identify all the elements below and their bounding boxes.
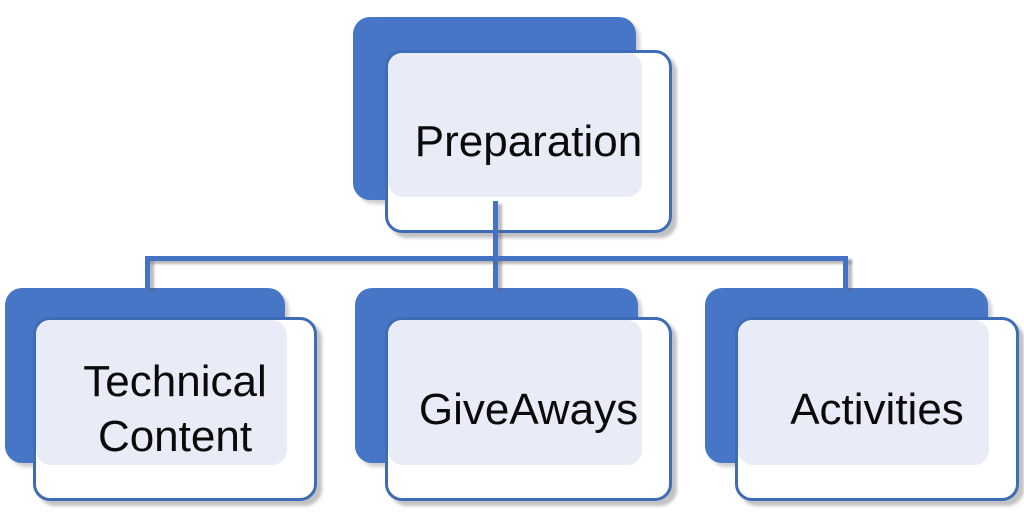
node-giveaways-face — [388, 320, 642, 465]
node-activities-face — [738, 320, 989, 465]
node-giveaways-label: GiveAways — [418, 384, 639, 434]
connector-to-left-child — [145, 258, 150, 288]
connector-to-right-child — [843, 258, 848, 288]
node-technical-content-label: Technical Content — [83, 357, 267, 461]
connector-root-to-middle-child — [493, 201, 498, 288]
node-technical-content-face — [36, 320, 287, 465]
connector-horizontal-bar — [145, 256, 848, 261]
node-activities-label: Activities — [790, 384, 964, 434]
node-preparation-face — [388, 53, 642, 197]
node-preparation-label: Preparation — [414, 117, 643, 166]
